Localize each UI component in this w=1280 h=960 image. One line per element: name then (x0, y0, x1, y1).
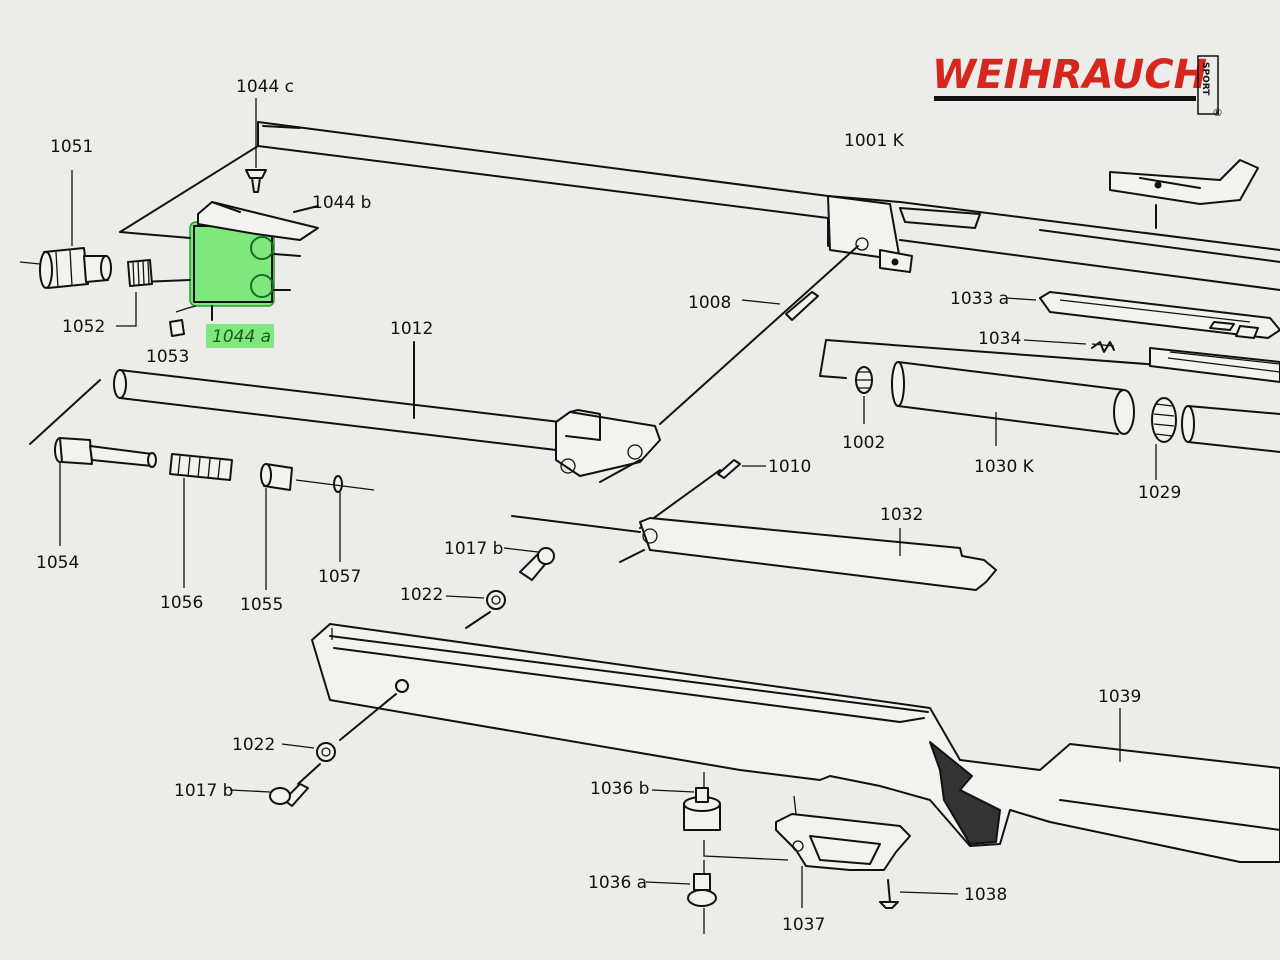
end-cap-1051 (19, 170, 112, 289)
piston-assembly (54, 437, 375, 590)
brand-underline (934, 96, 1196, 101)
label-1017b-bottom: 1017 b (174, 781, 233, 801)
spring-1052 (116, 259, 153, 327)
label-1051: 1051 (50, 137, 93, 157)
highlight-label-bg (206, 324, 274, 348)
label-1038: 1038 (964, 885, 1007, 905)
label-1056: 1056 (160, 593, 203, 613)
screw-1017b-bottom (229, 763, 321, 807)
ring-1002 (855, 366, 873, 424)
label-1039: 1039 (1098, 687, 1141, 707)
label-1022-bottom: 1022 (232, 735, 275, 755)
trigger-guard-1037 (775, 795, 911, 908)
screw-1044c (245, 98, 267, 193)
cocking-lever-1012 (29, 245, 859, 483)
ring-1029 (1151, 397, 1280, 480)
label-1002: 1002 (842, 433, 885, 453)
label-1032: 1032 (880, 505, 923, 525)
label-1001k: 1001 K (844, 131, 905, 151)
screw-1038 (879, 879, 959, 909)
label-1010: 1010 (768, 457, 811, 477)
label-1054: 1054 (36, 553, 79, 573)
label-1034: 1034 (978, 329, 1021, 349)
label-1044a: 1044 a (212, 327, 271, 347)
label-1030k: 1030 K (974, 457, 1035, 477)
label-1022-top: 1022 (400, 585, 443, 605)
stock-1039 (311, 623, 1280, 863)
bushing-1036b (651, 772, 789, 861)
bushing-1036a (645, 860, 717, 934)
brand-logo: WEIHRAUCH SPORT ® (932, 52, 1223, 119)
brand-sub: SPORT (1200, 62, 1210, 96)
label-1012: 1012 (390, 319, 433, 339)
spring-1034 (1023, 339, 1280, 383)
label-1057: 1057 (318, 567, 361, 587)
label-1037: 1037 (782, 915, 825, 935)
barrel-part (257, 121, 1280, 291)
brand-name: WEIHRAUCH (932, 52, 1207, 98)
label-1029: 1029 (1138, 483, 1181, 503)
label-1052: 1052 (62, 317, 105, 337)
washer-1022-bottom (281, 742, 336, 762)
washer-1022-top (445, 590, 506, 629)
label-1036b: 1036 b (590, 779, 649, 799)
label-1044b: 1044 b (312, 193, 371, 213)
pin-1053 (169, 305, 197, 337)
screw-1017b-top (503, 547, 555, 581)
bar-1032 (511, 515, 997, 591)
label-1017b-top: 1017 b (444, 539, 503, 559)
sport-box (1197, 55, 1219, 115)
rear-sight-part (1109, 159, 1259, 229)
label-1044c: 1044 c (236, 77, 294, 97)
label-1053: 1053 (146, 347, 189, 367)
plate-1033a (1005, 291, 1280, 339)
pin-1010 (639, 459, 766, 529)
label-1055: 1055 (240, 595, 283, 615)
pin-1008 (741, 291, 819, 321)
latch-1044b (197, 201, 319, 241)
label-1036a: 1036 a (588, 873, 647, 893)
label-1033a: 1033 a (950, 289, 1009, 309)
label-1008: 1008 (688, 293, 731, 313)
brand-reg: ® (1212, 106, 1223, 119)
